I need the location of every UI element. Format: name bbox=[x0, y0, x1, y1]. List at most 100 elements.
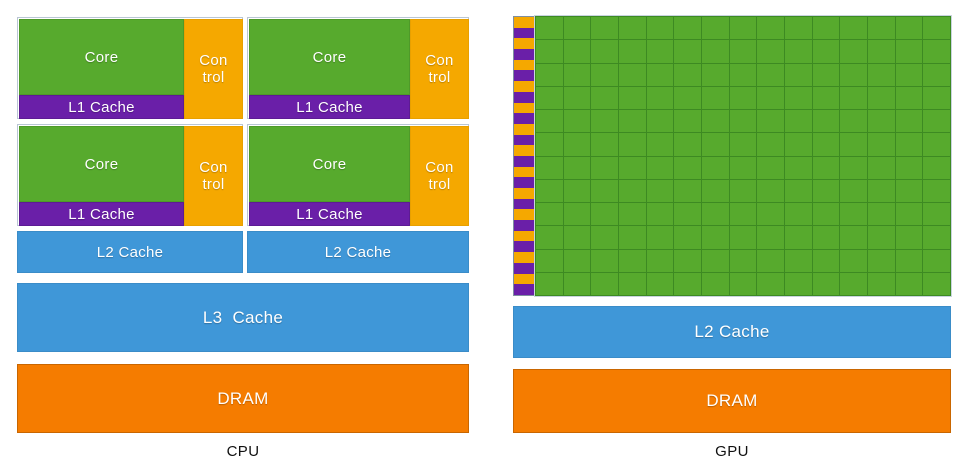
gpu-core-cell bbox=[563, 133, 591, 156]
gpu-core-cell bbox=[729, 179, 757, 202]
gpu-core-cell bbox=[536, 226, 563, 249]
gpu-core-cell bbox=[923, 63, 950, 86]
gpu-core-cell bbox=[895, 249, 923, 272]
gpu-core-cell bbox=[674, 133, 701, 156]
gpu-core-cell bbox=[618, 226, 646, 249]
gpu-core-cell bbox=[591, 133, 618, 156]
gpu-core-cell bbox=[840, 40, 867, 63]
gpu-core-cell bbox=[757, 179, 784, 202]
gpu-core-cell bbox=[923, 179, 950, 202]
gpu-core-cell bbox=[674, 86, 701, 109]
gpu-core-cell bbox=[674, 272, 701, 295]
gpu-core-cell bbox=[646, 63, 674, 86]
gpu-control-cell bbox=[514, 81, 534, 92]
cpu-l3-cache: L3 Cache bbox=[17, 283, 469, 352]
gpu-core-cell bbox=[923, 203, 950, 226]
gpu-core-cell bbox=[701, 226, 729, 249]
gpu-core-cell bbox=[674, 226, 701, 249]
gpu-core-cell bbox=[784, 249, 812, 272]
gpu-control-cell bbox=[514, 17, 534, 28]
cpu-core-group-1: Core L1 Cache Con trol bbox=[17, 17, 243, 119]
gpu-core-cell bbox=[701, 179, 729, 202]
gpu-dram: DRAM bbox=[513, 369, 951, 433]
gpu-l1-cache-cell bbox=[514, 113, 534, 124]
gpu-core-cell bbox=[536, 249, 563, 272]
gpu-core-cell bbox=[784, 86, 812, 109]
gpu-l1-cache-cell bbox=[514, 70, 534, 82]
gpu-core-cell bbox=[563, 63, 591, 86]
gpu-core-cell bbox=[701, 110, 729, 133]
gpu-core-cell bbox=[812, 249, 840, 272]
gpu-core-cell bbox=[729, 63, 757, 86]
cpu-caption: CPU bbox=[226, 443, 260, 460]
cpu-dram: DRAM bbox=[17, 364, 469, 433]
gpu-core-cell bbox=[784, 203, 812, 226]
gpu-core-cell bbox=[563, 203, 591, 226]
gpu-core-cell bbox=[923, 133, 950, 156]
gpu-core-cell bbox=[895, 17, 923, 40]
gpu-core-cell bbox=[701, 40, 729, 63]
gpu-core-cell bbox=[536, 133, 563, 156]
gpu-core-cell bbox=[867, 179, 895, 202]
gpu-core-cell bbox=[757, 110, 784, 133]
gpu-core-cell bbox=[729, 156, 757, 179]
gpu-core-cell bbox=[536, 63, 563, 86]
gpu-control-cell bbox=[514, 273, 534, 285]
gpu-core-cell bbox=[867, 17, 895, 40]
gpu-core-cell bbox=[729, 110, 757, 133]
gpu-core-cell bbox=[591, 226, 618, 249]
gpu-control-cell bbox=[514, 188, 534, 199]
gpu-core-cell bbox=[840, 272, 867, 295]
gpu-core-cell bbox=[784, 40, 812, 63]
gpu-core-cell bbox=[784, 272, 812, 295]
gpu-panel: L2 Cache DRAM GPU bbox=[490, 0, 980, 470]
gpu-core-cell bbox=[563, 272, 591, 295]
gpu-core-cell bbox=[840, 133, 867, 156]
gpu-core-cell bbox=[840, 63, 867, 86]
gpu-l1-cache-cell bbox=[514, 177, 534, 188]
gpu-core-cell bbox=[729, 226, 757, 249]
gpu-core-cell bbox=[812, 179, 840, 202]
gpu-core-cell bbox=[840, 203, 867, 226]
gpu-core-cell bbox=[536, 156, 563, 179]
gpu-core-cell bbox=[591, 86, 618, 109]
gpu-core-cell bbox=[784, 110, 812, 133]
gpu-core-cell bbox=[923, 17, 950, 40]
gpu-core-cell bbox=[757, 133, 784, 156]
gpu-core-cell bbox=[895, 272, 923, 295]
gpu-core-cell bbox=[784, 17, 812, 40]
cpu-control-1: Con trol bbox=[184, 19, 243, 119]
gpu-core-cell bbox=[536, 110, 563, 133]
gpu-l1-cache-cell bbox=[514, 27, 534, 39]
gpu-core-cell bbox=[812, 133, 840, 156]
gpu-core-cell bbox=[729, 40, 757, 63]
gpu-l1-cache-cell bbox=[514, 49, 534, 60]
gpu-core-cell bbox=[563, 86, 591, 109]
gpu-core-cell bbox=[784, 156, 812, 179]
gpu-core-cell bbox=[646, 110, 674, 133]
gpu-core-cell bbox=[729, 249, 757, 272]
gpu-core-cell bbox=[729, 86, 757, 109]
gpu-core-cell bbox=[784, 179, 812, 202]
gpu-core-cell bbox=[840, 156, 867, 179]
gpu-core-cell bbox=[757, 40, 784, 63]
gpu-core-cell bbox=[895, 179, 923, 202]
gpu-core-cell bbox=[701, 156, 729, 179]
gpu-core-cell bbox=[757, 156, 784, 179]
gpu-core-cell bbox=[812, 110, 840, 133]
gpu-core-cell bbox=[618, 249, 646, 272]
gpu-core-cell bbox=[895, 110, 923, 133]
gpu-core-cell bbox=[867, 203, 895, 226]
cpu-l1-cache-2: L1 Cache bbox=[249, 95, 410, 119]
gpu-core-cell bbox=[646, 272, 674, 295]
cpu-core-4: Core bbox=[249, 126, 410, 202]
gpu-core-cell bbox=[674, 179, 701, 202]
gpu-core-cell bbox=[867, 156, 895, 179]
gpu-core-cell bbox=[812, 40, 840, 63]
gpu-core-cell bbox=[923, 86, 950, 109]
gpu-core-cell bbox=[674, 203, 701, 226]
gpu-core-cell bbox=[618, 272, 646, 295]
gpu-core-cell bbox=[646, 17, 674, 40]
gpu-core-cell bbox=[867, 226, 895, 249]
